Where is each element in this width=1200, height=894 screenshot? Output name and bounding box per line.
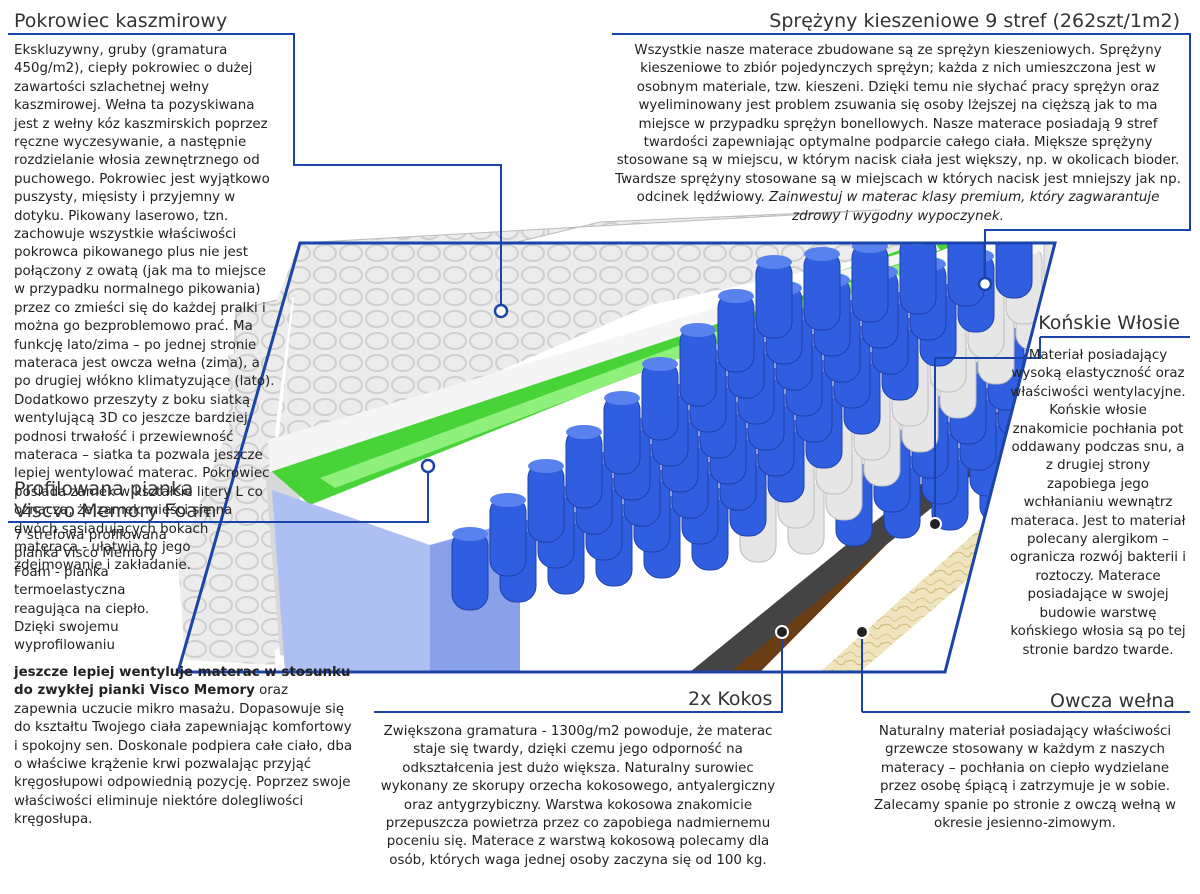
spring-top-85 [718, 289, 754, 303]
coconut-text: Zwiększona gramatura - 1300g/m2 powoduje… [380, 724, 776, 868]
springs-text: Wszystkie nasze materace zbudowane są ze… [612, 42, 1184, 226]
spring-pocket-97 [803, 249, 841, 331]
spring-pocket-48 [603, 393, 641, 475]
foam-text1: 7 strefowa profilowana pianka Visco Memo… [14, 528, 167, 654]
spring-top-93 [1102, 225, 1138, 239]
spring-pocket-101 [995, 243, 1033, 299]
spring-top-81 [1064, 259, 1100, 273]
springs-text-span: Wszystkie nasze materace zbudowane są ze… [615, 43, 1181, 206]
spring-pocket-99 [899, 243, 937, 315]
spring-top-25 [528, 459, 564, 473]
spring-pocket-0 [451, 529, 489, 611]
spring-top-37 [566, 425, 602, 439]
spring-top-83 [1160, 243, 1196, 257]
wool-title: Owcza wełna [1050, 690, 1175, 712]
spring-pocket-84 [717, 291, 755, 373]
springs-italic-text: Zainwestuj w materac klasy premium, któr… [769, 190, 1160, 224]
spring-pocket-36 [565, 427, 603, 509]
spring-pocket-98 [851, 243, 889, 323]
foam-title-line1: Profilowana pianka [14, 478, 194, 500]
spring-top-61 [642, 357, 678, 371]
springs-title: Sprężyny kieszeniowe 9 stref (262szt/1m2… [769, 10, 1180, 32]
marker-cover [493, 303, 509, 319]
diagram-frame [176, 241, 1057, 674]
marker-coconut [775, 625, 789, 639]
spring-pocket-100 [947, 243, 985, 307]
spring-top-82 [1112, 251, 1148, 265]
horsehair-title: Końskie Włosie [1038, 312, 1180, 334]
spring-top-49 [604, 391, 640, 405]
cashmere-cover-title: Pokrowiec kaszmirowy [14, 10, 228, 32]
spring-pocket-96 [755, 257, 793, 339]
spring-top-99 [852, 243, 888, 253]
cashmere-cover-text: Ekskluzywny, gruby (gramatura 450g/m2), … [14, 42, 276, 576]
marker-horsehair [928, 517, 942, 531]
horsehair-text: Materiał posiadający wysoką elastyczność… [1010, 348, 1186, 658]
foam-text-top: 7 strefowa profilowana pianka Visco Memo… [14, 527, 184, 656]
spring-pocket-91 [1053, 243, 1055, 317]
spring-pocket-72 [679, 325, 717, 407]
leader-lines [8, 33, 1191, 713]
spring-pocket-24 [527, 461, 565, 543]
spring-top-73 [680, 323, 716, 337]
spring-top-72 [1170, 269, 1200, 283]
spring-pocket-60 [641, 359, 679, 441]
spring-top-92 [1054, 243, 1055, 247]
marker-wool [855, 625, 869, 639]
cashmere-text-span: Ekskluzywny, gruby (gramatura 450g/m2), … [14, 43, 275, 574]
spring-top-70 [1074, 285, 1110, 299]
foam-text2: oraz zapewnia uczucie mikro masażu. Dopa… [14, 683, 353, 828]
spring-top-97 [756, 255, 792, 269]
marker-foam [420, 458, 436, 474]
spring-pocket-92 [1102, 228, 1138, 308]
spring-top-98 [804, 247, 840, 261]
spring-top-71 [1122, 277, 1158, 291]
foam-text-bottom: jeszcze lepiej wentyluje materac w stosu… [14, 664, 354, 830]
spring-pocket-12 [489, 495, 527, 577]
spring-top-1 [452, 527, 488, 541]
wool-text: Naturalny materiał posiadający właściwoś… [874, 724, 1176, 832]
spring-pocket-93 [1150, 220, 1186, 300]
foam-bold-text: jeszcze lepiej wentyluje materac w stosu… [14, 665, 351, 699]
marker-springs [977, 276, 993, 292]
foam-title-line2: Viscvo Memory Foam [14, 500, 217, 522]
spring-top-13 [490, 493, 526, 507]
foam-title: Profilowana pianka Viscvo Memory Foam [14, 478, 216, 522]
coconut-title: 2x Kokos [688, 688, 773, 710]
